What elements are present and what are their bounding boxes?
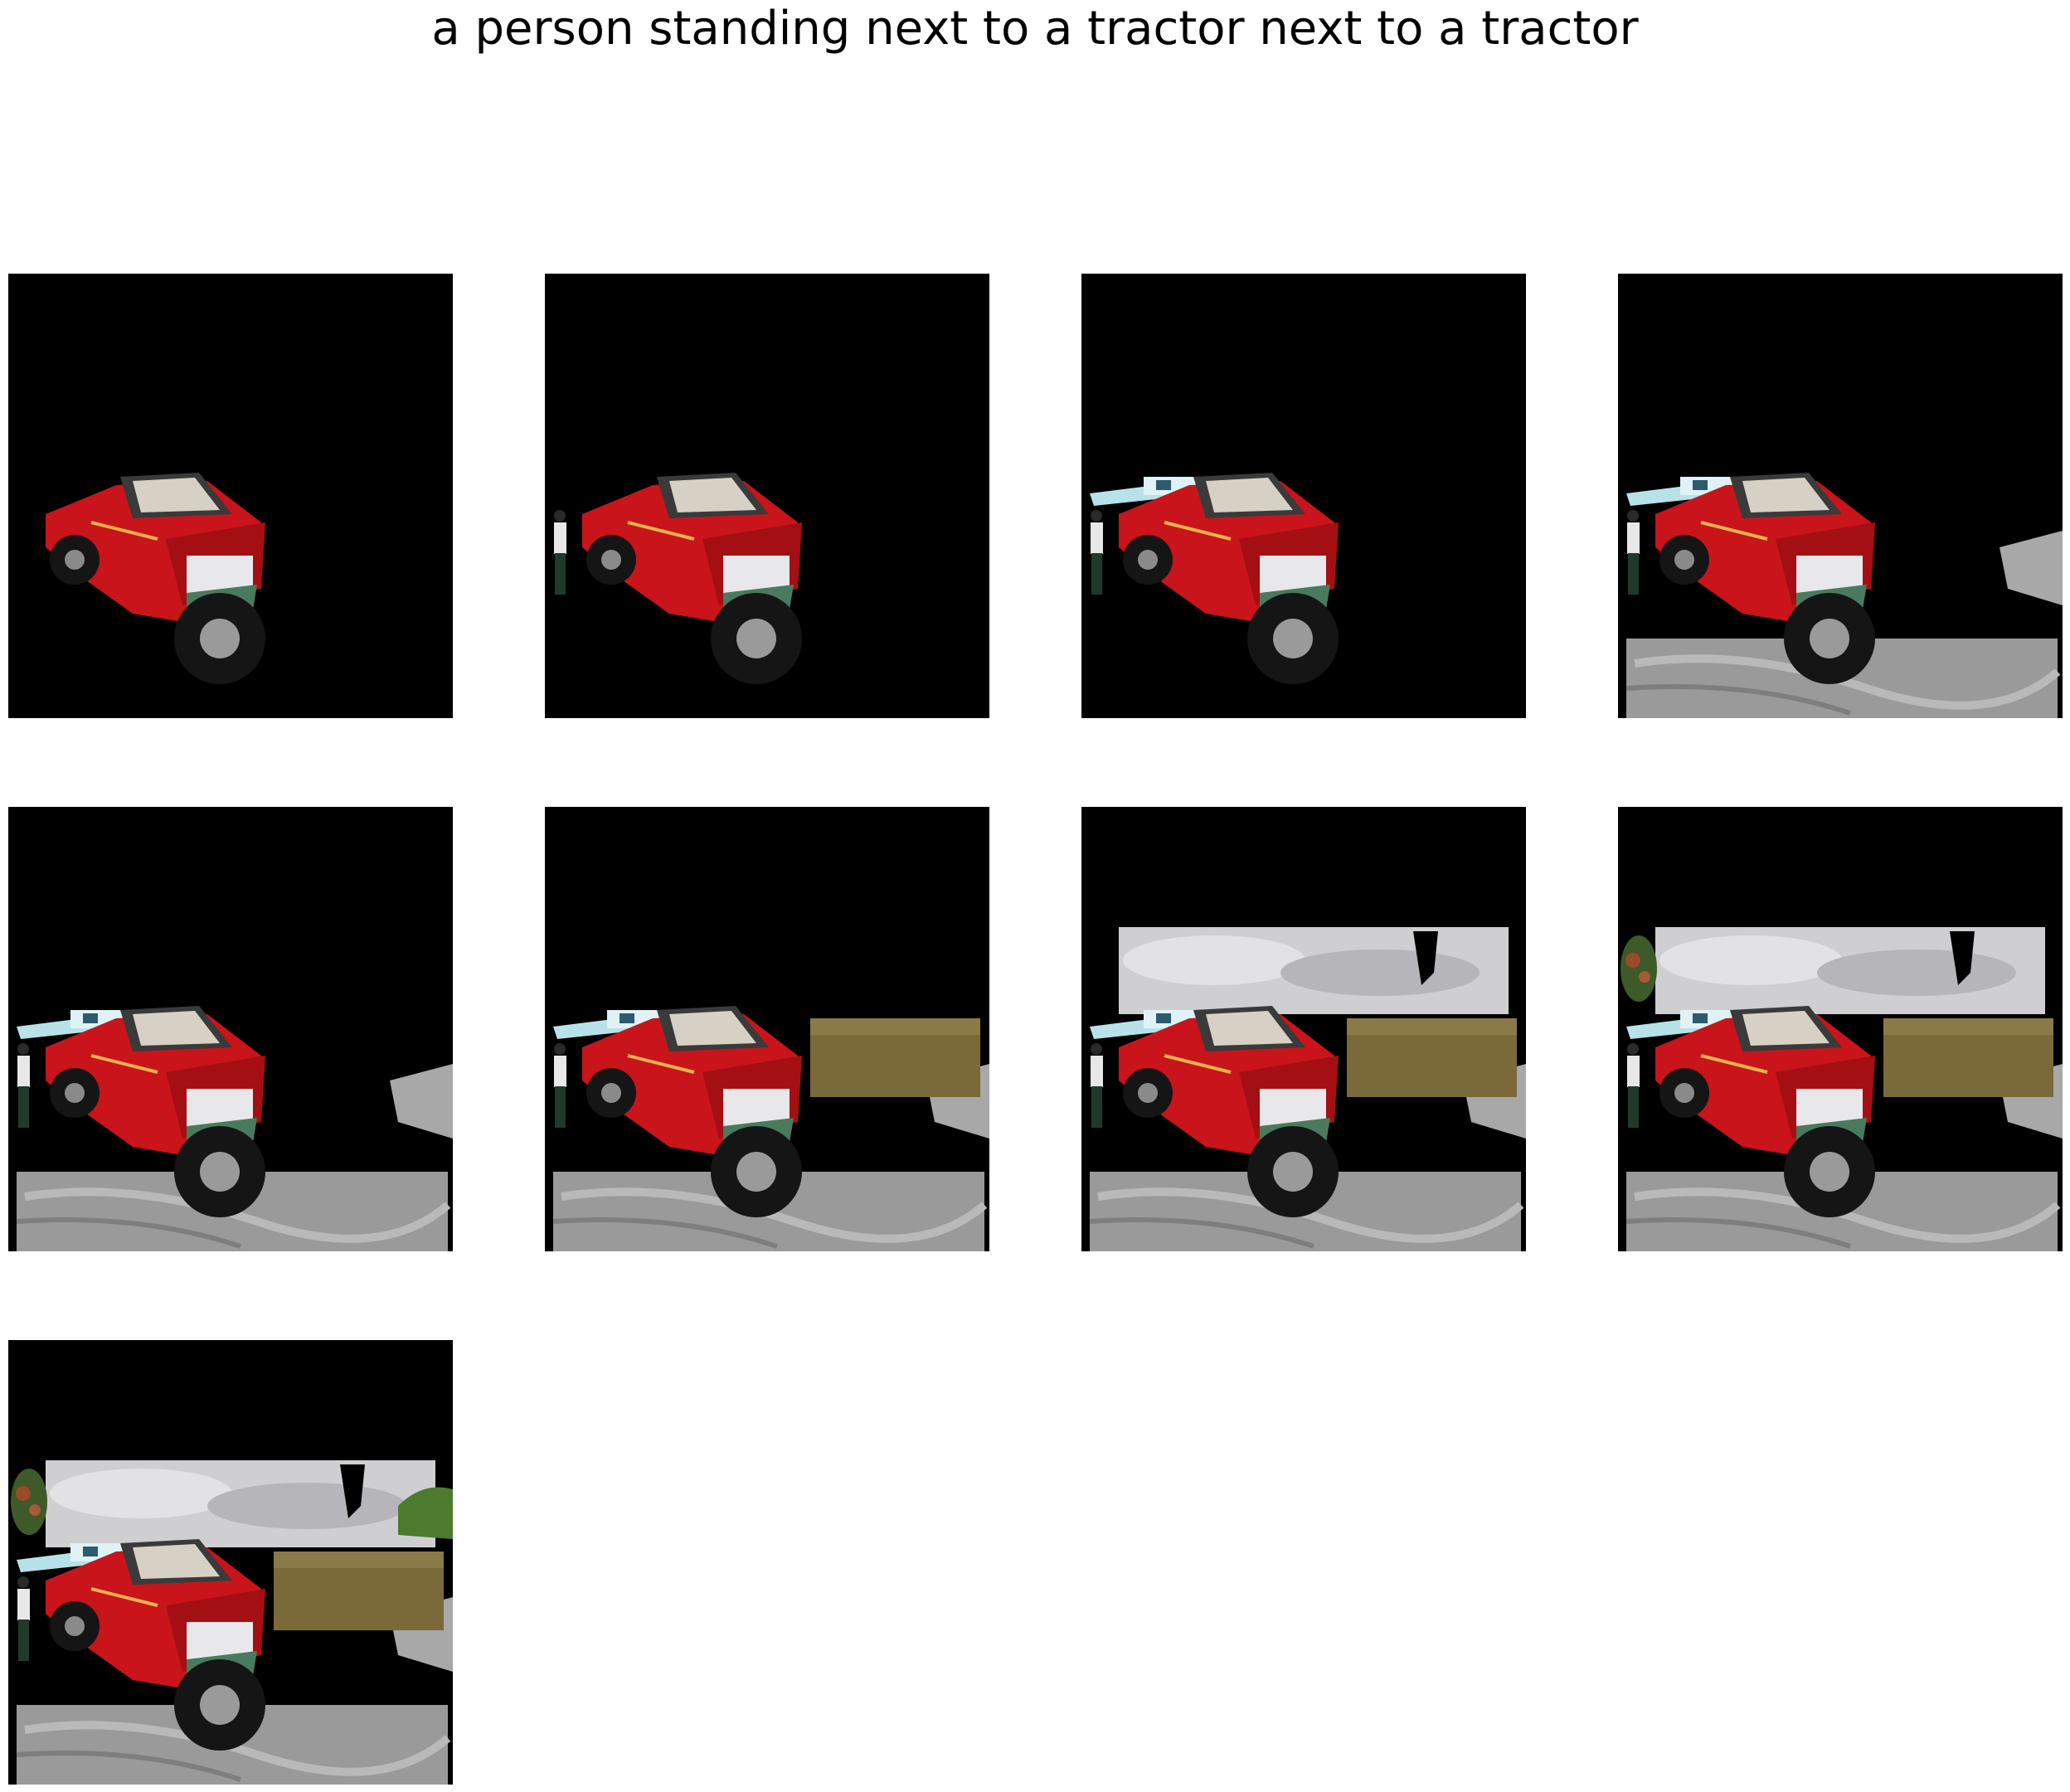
- person-layer: [554, 1043, 566, 1128]
- sky-layer: [1119, 927, 1509, 1014]
- truck-layer: [1119, 473, 1339, 684]
- frame-5: [8, 807, 453, 1251]
- person-layer: [17, 1043, 30, 1128]
- sky-layer: [46, 1460, 435, 1547]
- frame-image: [8, 1340, 453, 1785]
- person-layer: [1627, 1043, 1640, 1128]
- crane-layer: [1090, 477, 1206, 506]
- frame-image: [545, 274, 989, 718]
- frame-image: [8, 807, 453, 1251]
- frame-7: [1081, 807, 1526, 1251]
- figure-caption: a person standing next to a tractor next…: [431, 2, 1639, 56]
- frame-8: [1618, 807, 2063, 1251]
- frame-image: [1618, 807, 2063, 1251]
- frame-image: [1618, 274, 2063, 718]
- person-layer: [17, 1576, 30, 1661]
- person-layer: [1091, 1043, 1103, 1128]
- tree-layer: [11, 1469, 47, 1535]
- truck-layer: [46, 1539, 265, 1751]
- frame-4: [1618, 274, 2063, 718]
- grass-layer: [398, 1487, 453, 1539]
- truck-layer: [46, 473, 265, 684]
- frame-9: [8, 1340, 453, 1785]
- truck-layer: [1655, 1006, 1875, 1217]
- tree-layer: [1621, 935, 1657, 1002]
- truck-layer: [582, 473, 802, 684]
- frame-image: [1081, 274, 1526, 718]
- frame-3: [1081, 274, 1526, 718]
- field-layer: [274, 1552, 444, 1630]
- person-layer: [1091, 510, 1103, 595]
- frame-image: [8, 274, 453, 718]
- person-layer: [554, 510, 566, 595]
- truck-layer: [1655, 473, 1875, 684]
- frame-6: [545, 807, 989, 1251]
- truck-layer: [46, 1006, 265, 1217]
- truck-layer: [582, 1006, 802, 1217]
- frame-1: [8, 274, 453, 718]
- frame-image: [545, 807, 989, 1251]
- person-layer: [1627, 510, 1640, 595]
- frame-image: [1081, 807, 1526, 1251]
- field-layer: [810, 1018, 980, 1097]
- frame-2: [545, 274, 989, 718]
- sky-layer: [1655, 927, 2045, 1014]
- field-layer: [1883, 1018, 2053, 1097]
- truck-layer: [1119, 1006, 1339, 1217]
- field-layer: [1347, 1018, 1517, 1097]
